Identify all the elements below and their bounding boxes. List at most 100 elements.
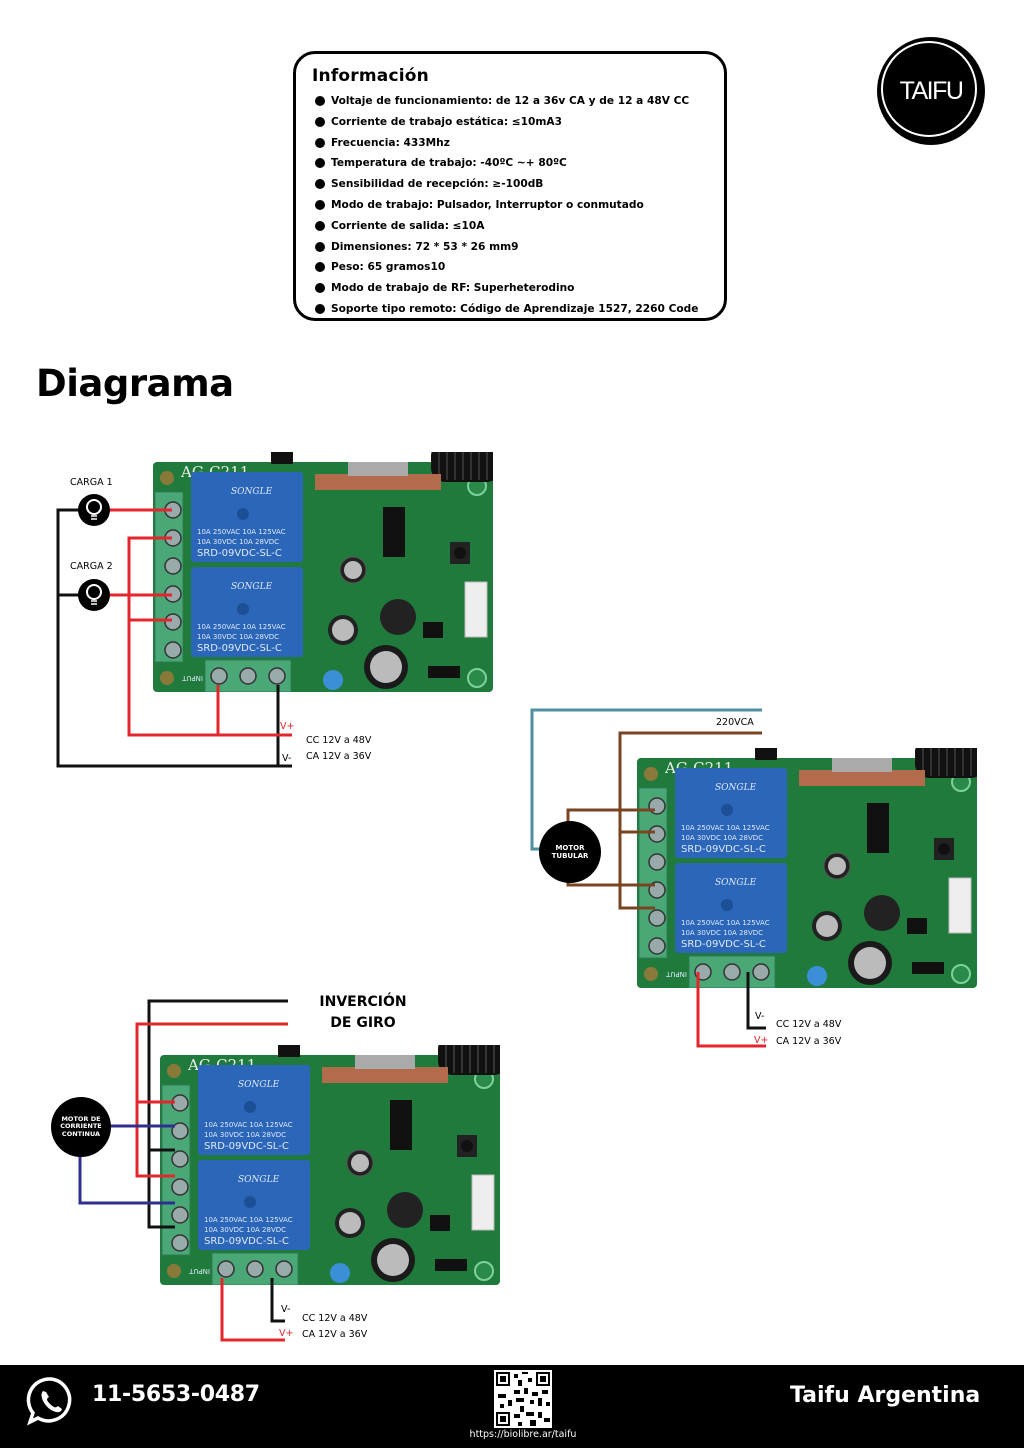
- large-capacitor-top: [370, 651, 402, 683]
- varistor: [807, 966, 827, 986]
- jumper: [755, 748, 777, 760]
- logo-text: TAIFU: [899, 77, 964, 105]
- bullet-icon: [315, 303, 325, 314]
- info-item: Peso: 65 gramos10: [313, 257, 698, 278]
- wire-positive: [135, 1022, 288, 1178]
- ac-range-label: CA 12V a 36V: [776, 1036, 842, 1047]
- svg-text:10A 30VDC 10A 28VDC: 10A 30VDC 10A 28VDC: [681, 929, 763, 937]
- relay-board: AG-C211 SONGLE 10A 250VAC 10: [160, 1045, 500, 1285]
- rf-crystal: [832, 758, 892, 772]
- info-item: Modo de trabajo de RF: Superheterodino: [313, 278, 698, 299]
- ac-range-label: CA 12V a 36V: [302, 1329, 368, 1340]
- antenna-coil: [915, 748, 977, 778]
- mount-hole: [644, 767, 658, 781]
- relay-2: SONGLE 10A 250VAC 10A 125VAC 10A 30VDC 1…: [198, 1160, 310, 1250]
- tubular-motor: MOTOR TUBULAR: [539, 821, 601, 883]
- svg-text:SONGLE: SONGLE: [715, 878, 757, 888]
- mount-hole: [474, 1261, 494, 1281]
- info-item: Sensibilidad de recepción: ≥-100dB: [313, 174, 698, 195]
- mount-hole: [160, 471, 174, 485]
- capacitor-top: [332, 619, 354, 641]
- svg-text:10A 30VDC 10A 28VDC: 10A 30VDC 10A 28VDC: [204, 1226, 286, 1234]
- svg-text:SONGLE: SONGLE: [238, 1175, 280, 1185]
- svg-text:10A 30VDC 10A 28VDC: 10A 30VDC 10A 28VDC: [197, 633, 279, 641]
- svg-text:SONGLE: SONGLE: [231, 582, 273, 592]
- vminus-label: V-: [281, 1304, 291, 1315]
- bullet-icon: [315, 179, 325, 190]
- diagram-3-board: AG-C211 SONGLE 10A 250VAC 10: [160, 1045, 500, 1285]
- mount-hole: [160, 671, 174, 685]
- info-item: Frecuencia: 433Mhz: [313, 133, 698, 154]
- svg-text:10A 250VAC 10A 125VAC: 10A 250VAC 10A 125VAC: [681, 919, 770, 927]
- svg-text:SRD-09VDC-SL-C: SRD-09VDC-SL-C: [204, 1236, 289, 1247]
- svg-text:10A 250VAC 10A 125VAC: 10A 250VAC 10A 125VAC: [204, 1121, 293, 1129]
- relay-1: SONGLE 10A 250VAC 10A 125VAC 10A 30VDC 1…: [191, 472, 303, 562]
- bullet-icon: [315, 137, 325, 148]
- svg-text:SRD-09VDC-SL-C: SRD-09VDC-SL-C: [197, 548, 282, 559]
- qr-code[interactable]: [494, 1370, 552, 1428]
- svg-text:10A 30VDC 10A 28VDC: 10A 30VDC 10A 28VDC: [681, 834, 763, 842]
- svg-text:INPUT: INPUT: [181, 674, 203, 682]
- svg-text:10A 250VAC 10A 125VAC: 10A 250VAC 10A 125VAC: [197, 623, 286, 631]
- decoder-ic: [867, 803, 889, 853]
- dc-range-label: CC 12V a 48V: [306, 735, 372, 746]
- large-capacitor-top: [377, 1244, 409, 1276]
- vplus-label: V+: [754, 1035, 769, 1046]
- qr-url[interactable]: https://biolibre.ar/taifu: [469, 1429, 577, 1440]
- info-item: Corriente de salida: ≤10A: [313, 216, 698, 237]
- rf-crystal: [355, 1055, 415, 1069]
- svg-text:SONGLE: SONGLE: [231, 487, 273, 497]
- vminus-label: V-: [282, 753, 292, 764]
- inductor: [380, 599, 416, 635]
- wire-negative: [746, 972, 766, 1030]
- svg-text:SRD-09VDC-SL-C: SRD-09VDC-SL-C: [197, 643, 282, 654]
- brand-name: Taifu Argentina: [790, 1383, 981, 1408]
- mount-hole: [467, 668, 487, 688]
- wire-positive: [220, 1278, 285, 1342]
- taifu-logo: TAIFU: [877, 37, 985, 145]
- svg-text:SRD-09VDC-SL-C: SRD-09VDC-SL-C: [204, 1141, 289, 1152]
- svg-text:10A 250VAC 10A 125VAC: 10A 250VAC 10A 125VAC: [197, 528, 286, 536]
- vplus-label: V+: [279, 1328, 294, 1339]
- dc-range-label: CC 12V a 48V: [776, 1019, 842, 1030]
- info-list: Voltaje de funcionamiento: de 12 a 36v C…: [313, 91, 698, 320]
- wire-ac-live: [618, 731, 762, 910]
- output-terminal-block: [161, 1084, 191, 1256]
- connector: [464, 581, 488, 638]
- phone-number[interactable]: 11-5653-0487: [92, 1382, 260, 1407]
- info-item: Voltaje de funcionamiento: de 12 a 36v C…: [313, 91, 698, 112]
- wire-negative: [147, 999, 288, 1229]
- relay-1: SONGLE 10A 250VAC 10A 125VAC 10A 30VDC 1…: [198, 1065, 310, 1155]
- bullet-icon: [315, 199, 325, 210]
- rf-module: [799, 770, 925, 786]
- whatsapp-icon[interactable]: [24, 1374, 78, 1428]
- relay-2: SONGLE 10A 250VAC 10A 125VAC 10A 30VDC 1…: [675, 863, 787, 953]
- bullet-icon: [315, 116, 325, 127]
- bullet-icon: [315, 262, 325, 273]
- shunt-resistor: [435, 1259, 467, 1271]
- lightbulb-icon: [78, 579, 110, 611]
- supply-label: 220VCA: [716, 717, 754, 728]
- svg-text:10A 30VDC 10A 28VDC: 10A 30VDC 10A 28VDC: [204, 1131, 286, 1139]
- info-item: Corriente de trabajo estática: ≤10mA3: [313, 112, 698, 133]
- info-title: Información: [312, 66, 429, 86]
- output-terminal-block: [638, 787, 668, 959]
- jumper: [271, 452, 293, 464]
- ac-range-label: CA 12V a 36V: [306, 751, 372, 762]
- svg-text:10A 30VDC 10A 28VDC: 10A 30VDC 10A 28VDC: [197, 538, 279, 546]
- rf-crystal: [348, 462, 408, 476]
- learn-button-cap: [938, 843, 950, 855]
- wire-positive: [696, 972, 766, 1048]
- regulator-ic: [423, 622, 443, 638]
- capacitor-top: [828, 857, 846, 875]
- input-terminal-block: INPUT: [188, 1252, 299, 1285]
- bullet-icon: [315, 283, 325, 294]
- svg-text:INPUT: INPUT: [665, 970, 687, 978]
- capacitor-top: [816, 915, 838, 937]
- svg-text:SONGLE: SONGLE: [238, 1080, 280, 1090]
- shunt-resistor: [912, 962, 944, 974]
- varistor: [330, 1263, 350, 1283]
- diagram-heading: Diagrama: [36, 362, 234, 405]
